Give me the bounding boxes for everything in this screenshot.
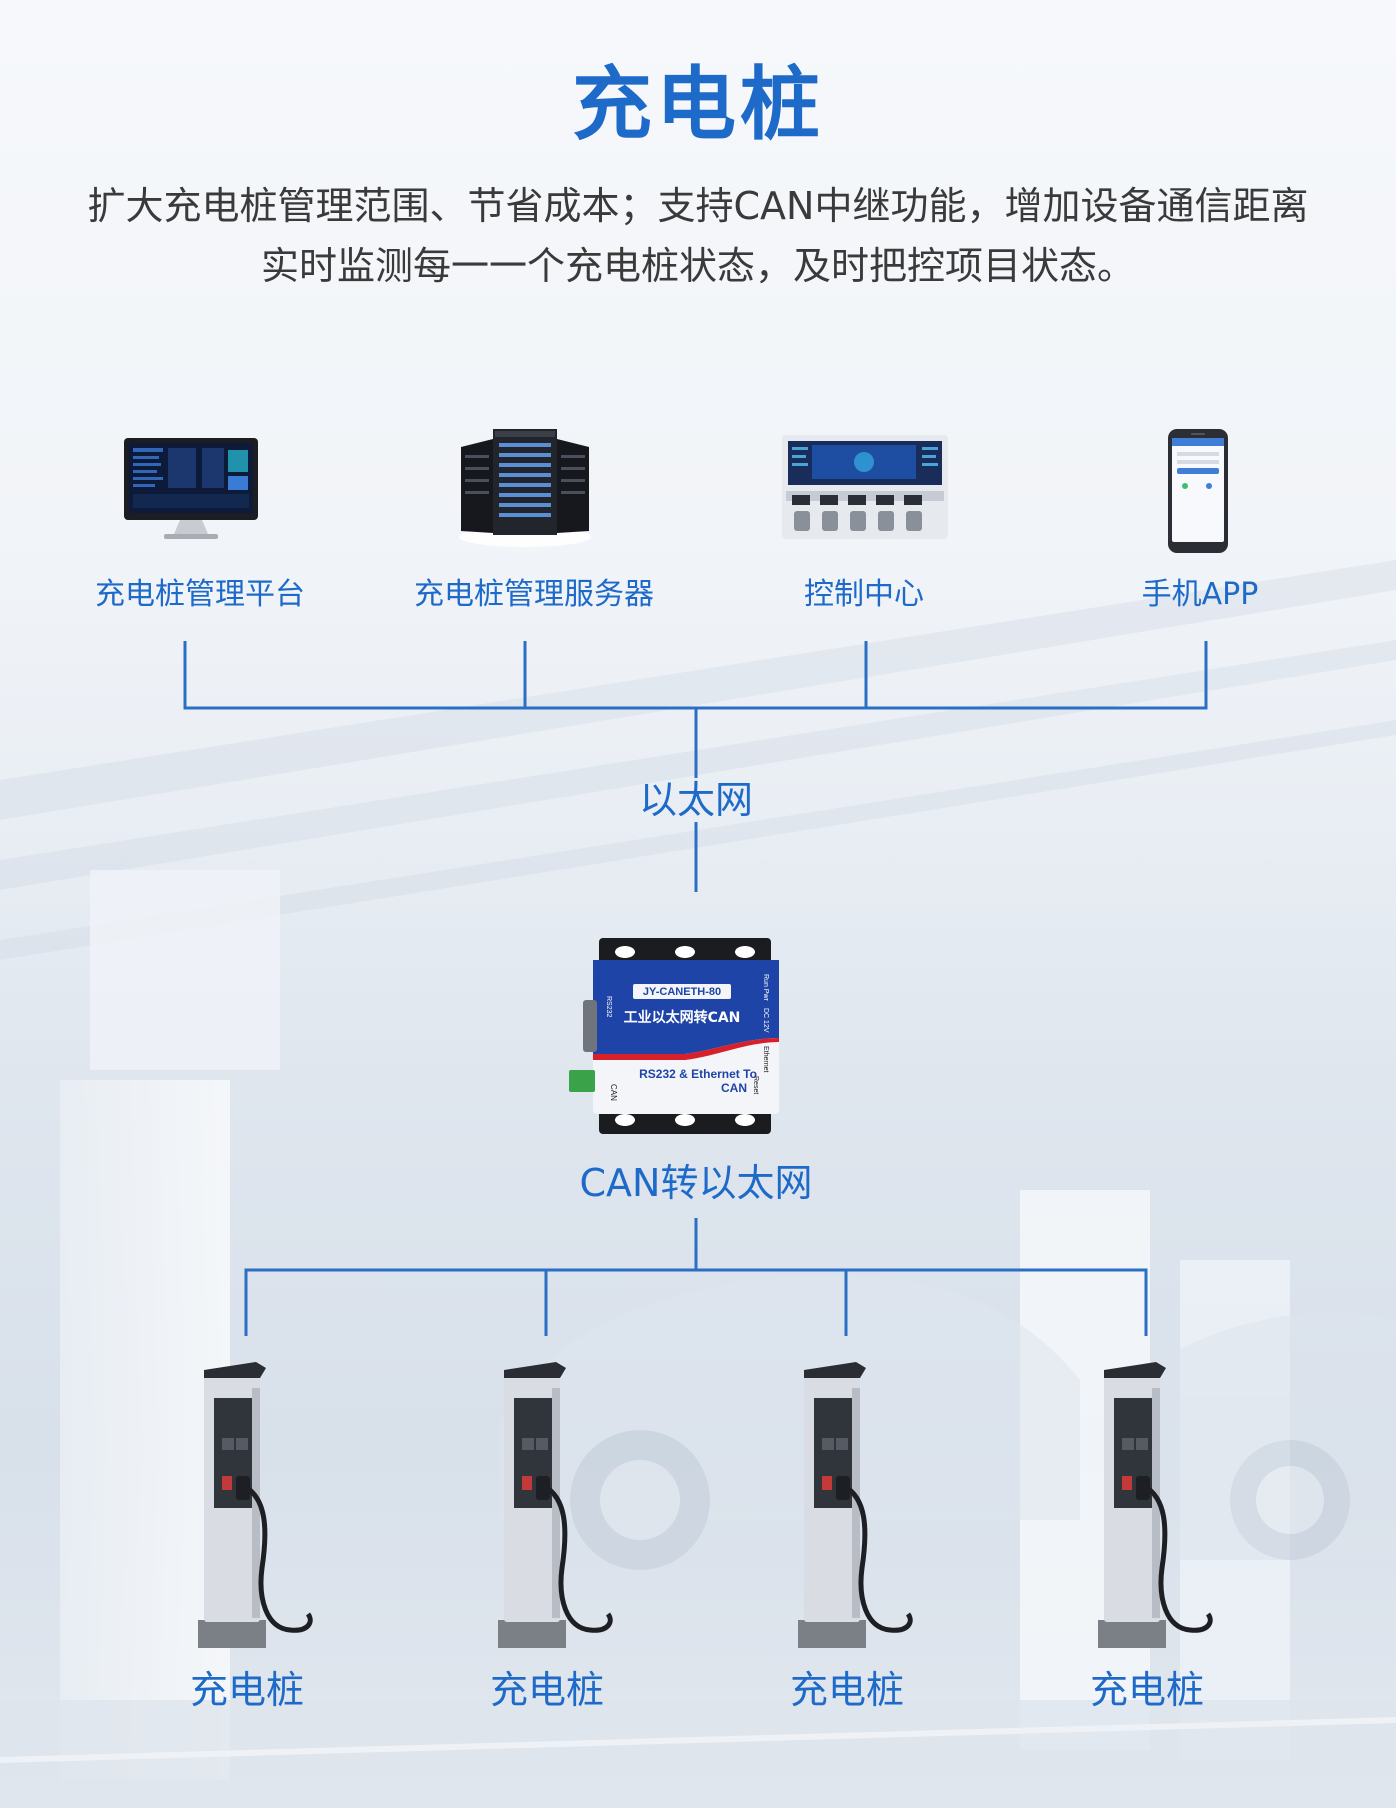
charging-pile-icon [498, 1362, 613, 1648]
gateway-model-text: JY-CANETH-80 [643, 986, 721, 998]
node-label-control-center: 控制中心 [804, 577, 924, 612]
charging-pile-icon [798, 1362, 913, 1648]
phone-icon [1168, 429, 1228, 553]
ethernet-label: 以太网 [638, 778, 753, 822]
charging-pile-icon [198, 1362, 313, 1648]
gateway-label: CAN转以太网 [579, 1161, 813, 1205]
pile-label-4: 充电桩 [1089, 1668, 1204, 1712]
charging-pile-icon [1098, 1362, 1213, 1648]
server-icon [459, 429, 591, 547]
gateway-rs232-port-text: RS232 [605, 996, 612, 1018]
gateway-reset-port-text: Reset [752, 1076, 759, 1094]
gateway-device-icon: JY-CANETH-80 工业以太网转CAN RS232 & Ethernet … [569, 938, 779, 1134]
gateway-desc-line1-text: RS232 & Ethernet To [639, 1067, 757, 1081]
gateway-dc-port-text: DC 12V [762, 1008, 769, 1033]
monitor-icon [124, 438, 258, 539]
gateway-can-port-text: CAN [609, 1084, 618, 1101]
gateway-ethernet-port-text: Ethernet [762, 1046, 769, 1073]
subtitle-line-1: 扩大充电桩管理范围、节省成本；支持CAN中继功能，增加设备通信距离 [87, 184, 1309, 228]
node-label-platform: 充电桩管理平台 [95, 577, 305, 612]
node-label-server: 充电桩管理服务器 [414, 577, 654, 612]
subtitle-line-2: 实时监测每一一个充电桩状态，及时把控项目状态。 [260, 244, 1135, 288]
gateway-name-text: 工业以太网转CAN [624, 1009, 741, 1026]
pile-label-2: 充电桩 [489, 1668, 604, 1712]
gateway-desc-line2-text: CAN [721, 1081, 747, 1095]
pile-label-1: 充电桩 [189, 1668, 304, 1712]
pile-label-3: 充电桩 [789, 1668, 904, 1712]
node-label-mobile-app: 手机APP [1141, 577, 1259, 612]
control-room-icon [782, 435, 948, 539]
page-title: 充电桩 [572, 58, 824, 151]
gateway-run-port-text: Run Pwr [762, 974, 769, 1002]
